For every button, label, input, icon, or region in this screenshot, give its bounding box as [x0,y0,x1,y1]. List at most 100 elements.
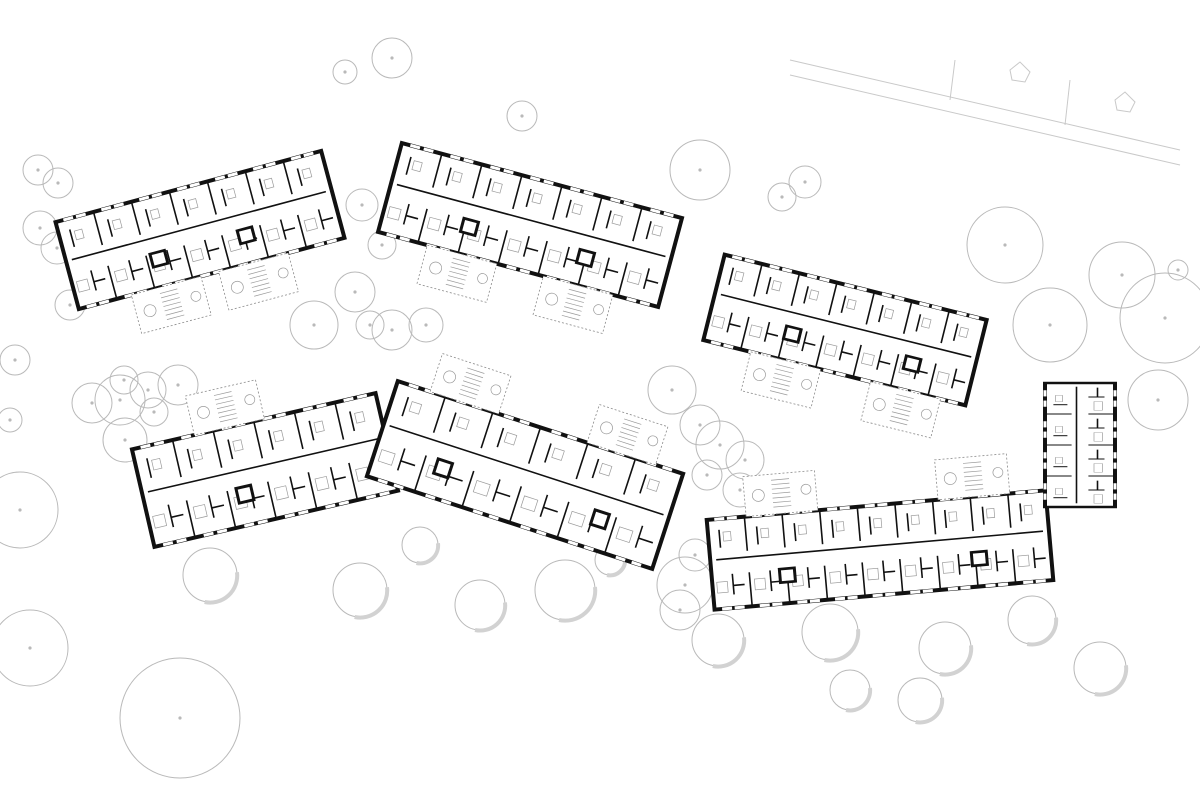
furniture-table [232,439,244,452]
window [153,440,165,446]
window [325,503,336,509]
partition-wall [168,191,180,225]
window [503,414,514,421]
stair-core-void [972,552,986,565]
partition-wall [206,181,217,215]
corridor-wall [147,437,381,493]
building-sw-wing-east [364,353,686,572]
furniture-table [151,457,163,471]
room-wall [445,167,452,186]
furniture-table [722,531,732,542]
stair-tread [963,466,982,469]
tree-canopy [659,589,701,631]
window [520,524,531,531]
partition-wall [282,160,293,195]
room-wall [485,178,492,197]
window [1035,579,1046,584]
tree-canopy [679,404,721,446]
window [216,528,228,534]
stair-tread [161,292,179,299]
window [356,393,368,399]
street-lines [789,59,1181,166]
furniture-table [651,224,663,237]
window [797,600,808,604]
room-wall [400,460,416,467]
window [809,598,821,603]
stair-tread [465,371,484,379]
stair-tread [773,377,791,383]
tree-canopy [0,407,23,433]
tree-canopy [119,657,241,779]
tree-trunk [705,473,709,477]
stair-tread [893,402,912,408]
room-wall [106,219,114,237]
tree-trunk [312,323,316,327]
partition-wall [889,354,900,387]
porch-table [244,394,256,405]
window [781,267,793,273]
tree-canopy [0,344,31,376]
room-wall [485,236,499,242]
stair-tread [452,257,471,264]
stair-tread [564,306,582,312]
window [138,195,150,202]
partition-wall [417,208,428,243]
tree-shadow [1094,665,1129,697]
room-wall [950,368,958,389]
room-wall [525,188,532,208]
room-wall [317,209,325,230]
tree-trunk [28,646,32,650]
stair-tread [254,291,272,297]
partition-wall [898,559,904,594]
window [212,269,224,275]
window [847,595,858,600]
window [408,383,419,390]
room-wall [921,567,933,570]
tree-canopy [42,167,74,199]
tree-trunk [698,168,702,172]
window [284,513,295,519]
window [856,286,868,292]
partition-wall [508,486,523,523]
corridor-wall [716,530,1044,561]
porch-table [190,290,202,302]
window [566,434,578,441]
room-wall [448,475,463,482]
window [662,465,673,472]
tree-shadow [474,602,508,633]
window [180,434,192,440]
porch-table [800,483,812,495]
furniture-bed [386,206,402,221]
window [894,295,905,301]
window [910,590,921,595]
room-wall [755,526,759,545]
furniture-bed [546,248,562,264]
window [759,603,770,608]
partition-wall [617,262,628,297]
furniture-table [611,213,623,226]
room-wall [729,323,741,328]
furniture-table [1055,488,1063,495]
stair-tread [464,376,482,383]
room-wall [182,198,189,217]
window [922,589,933,593]
window [710,340,722,346]
window [257,519,268,525]
partition-wall [1011,549,1017,584]
stair-tread [772,491,791,495]
furniture-table [571,203,583,216]
room-wall [207,247,220,252]
building-sw-wing-west [129,379,401,550]
window [769,264,780,270]
room-wall [801,331,808,352]
window [298,509,309,516]
window [734,605,745,610]
window [377,478,388,485]
window [819,276,830,283]
window [827,507,838,511]
furniture-bed [829,571,842,584]
window [379,491,390,497]
tree-trunk [718,443,722,447]
furniture-bed [75,278,91,293]
stair-tread [890,415,909,421]
